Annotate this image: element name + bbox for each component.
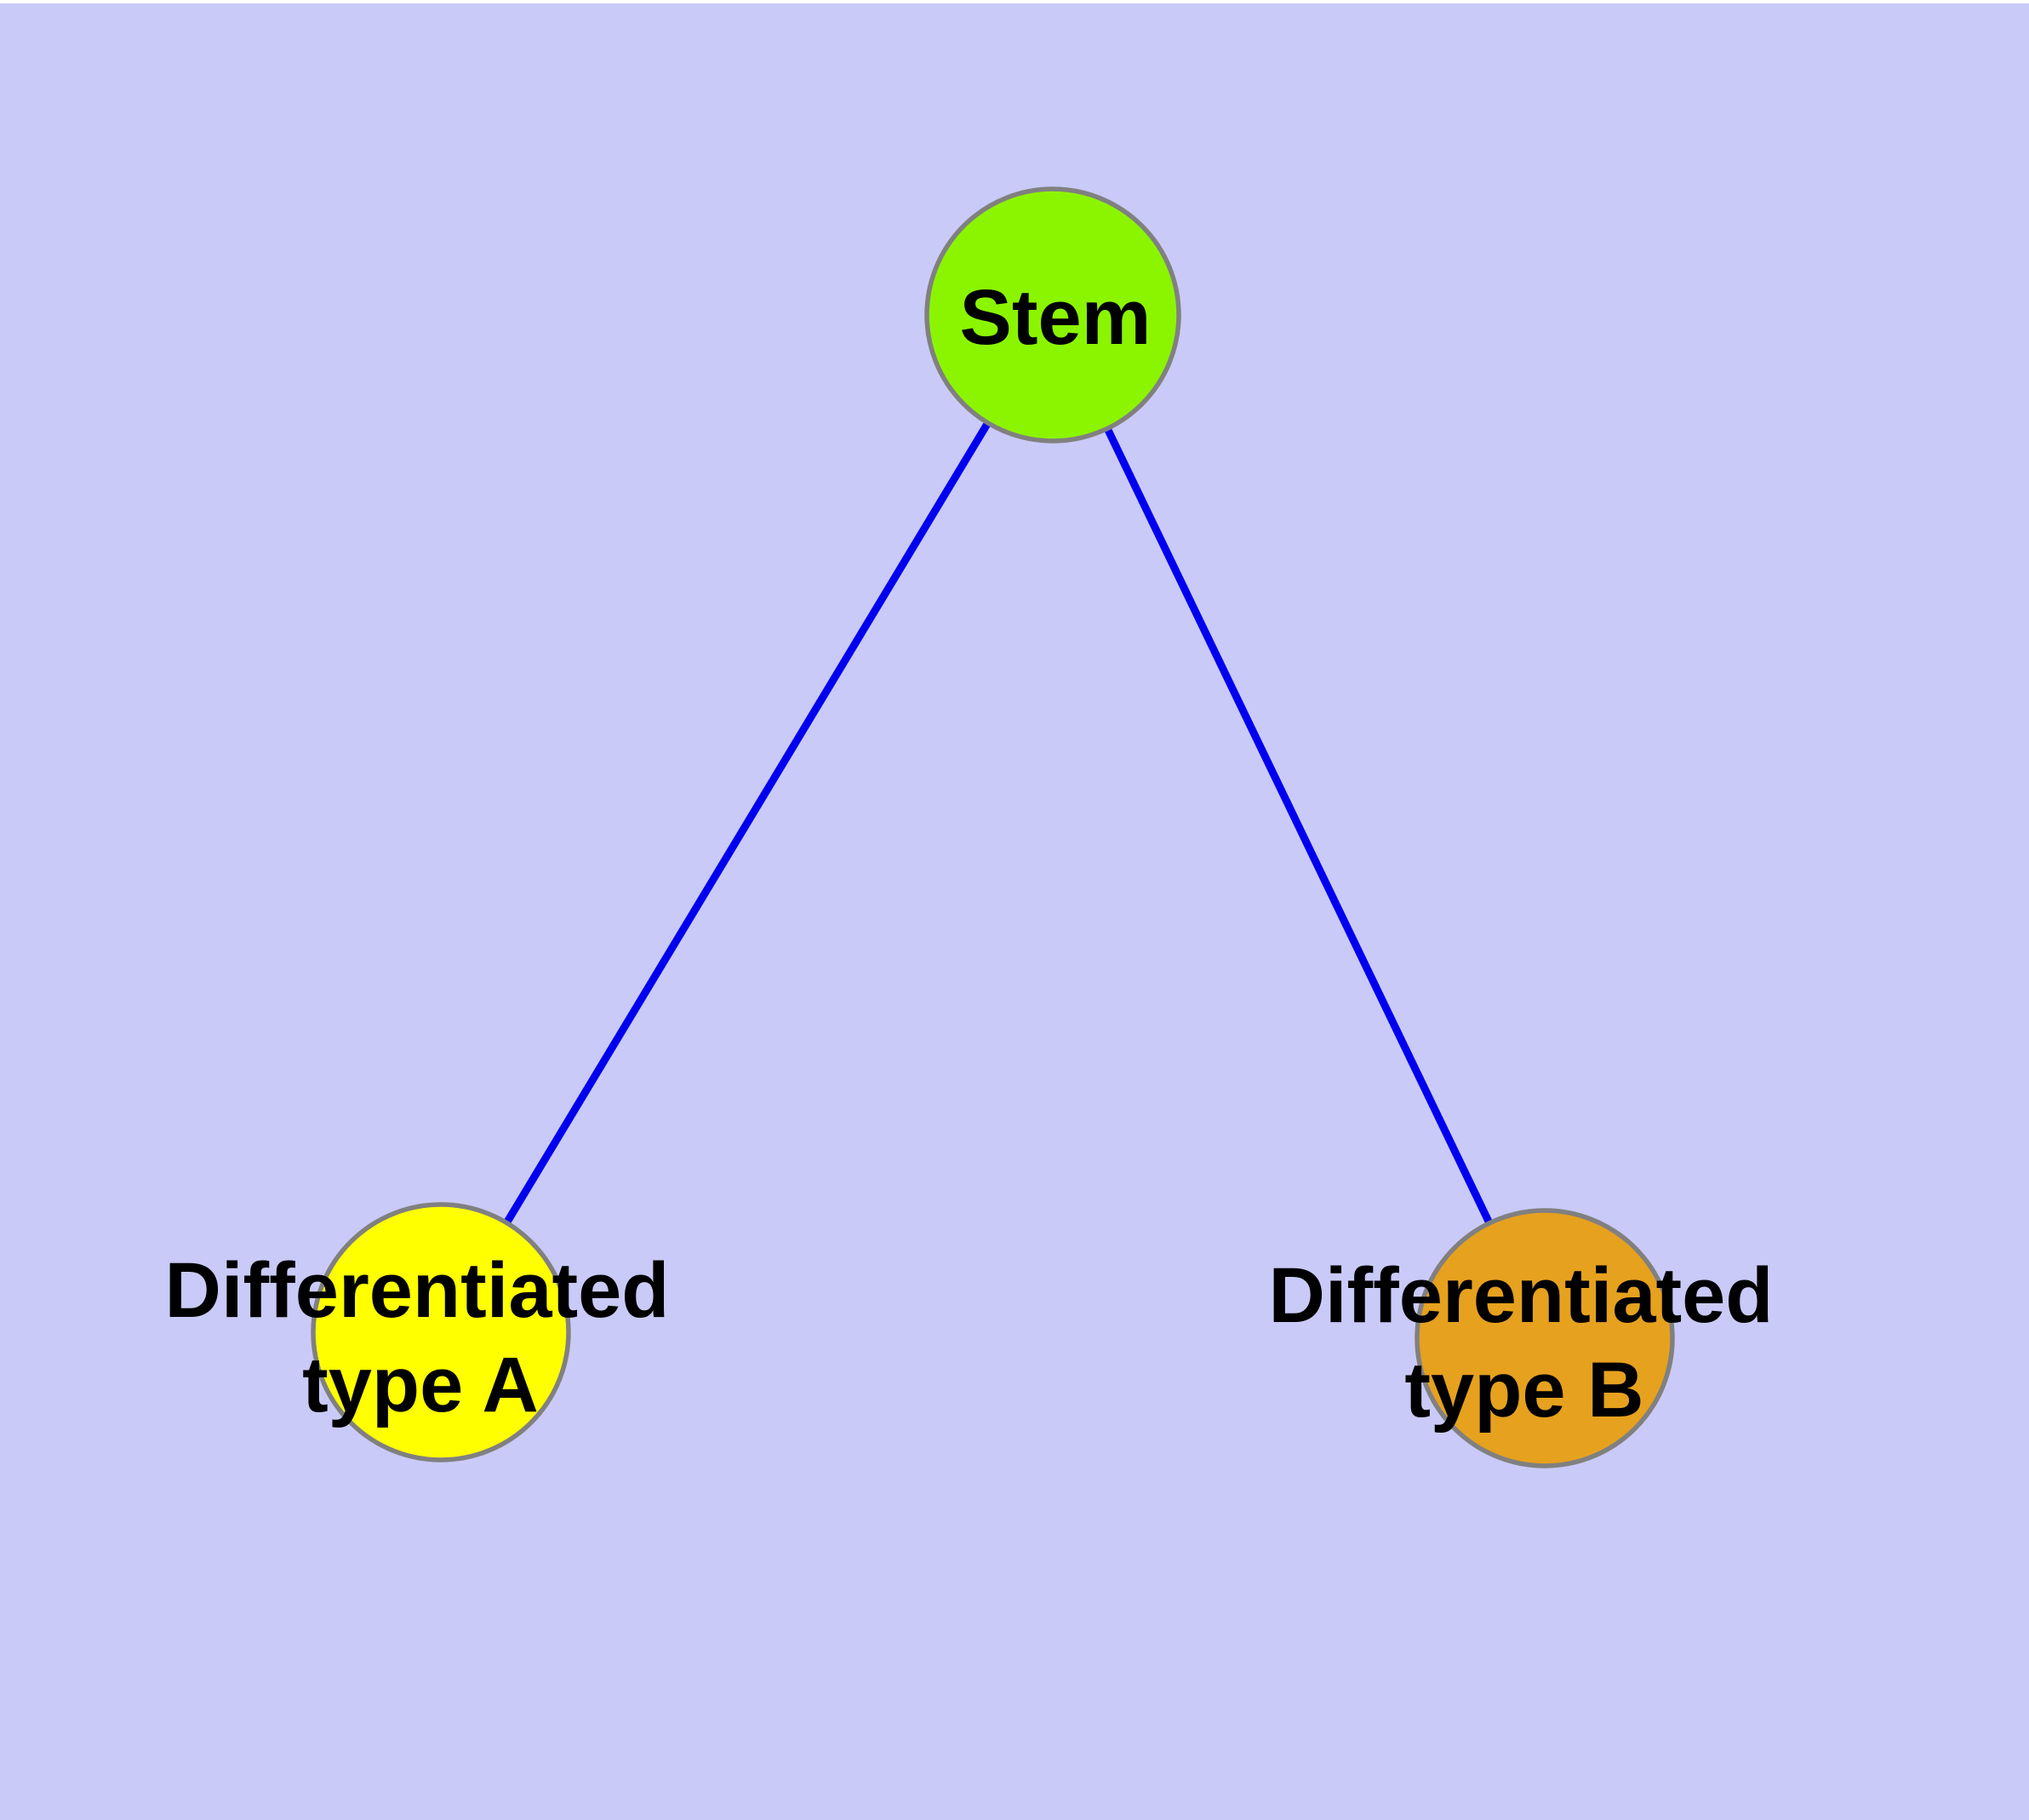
edge-stem-to-type-a (437, 312, 1056, 1335)
node-stem (924, 186, 1181, 444)
edge-stem-to-type-b (1049, 313, 1549, 1340)
node-differentiated-type-a (311, 1202, 571, 1462)
node-type-b-label-line1: Differentiated (1269, 1252, 1774, 1339)
node-type-b-label-line2: type B (1404, 1347, 1643, 1434)
node-stem-label: Stem (960, 274, 1152, 361)
node-differentiated-type-b (1415, 1208, 1675, 1468)
node-type-a-label-line1: Differentiated (165, 1247, 670, 1334)
node-type-a-label-line2: type A (302, 1342, 539, 1428)
